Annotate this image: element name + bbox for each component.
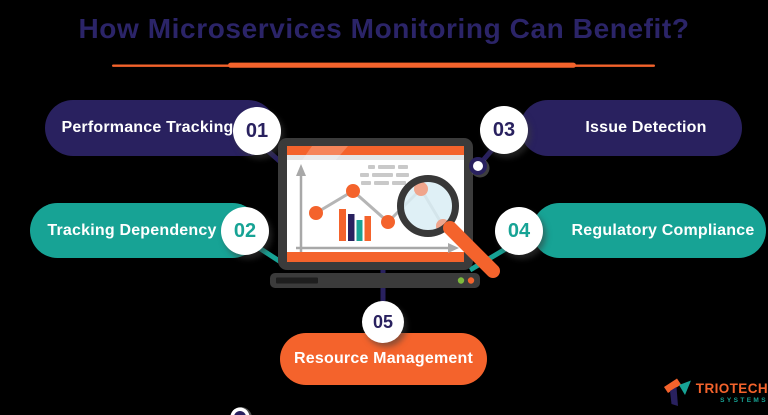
logo-subtitle-text: SYSTEMS — [720, 397, 768, 404]
triotech-logo-icon — [664, 378, 691, 406]
dashboard-chart — [296, 164, 459, 253]
benefit-number-02: 02 — [221, 207, 269, 255]
title-underline — [112, 62, 655, 68]
magnifier-icon — [397, 175, 500, 278]
benefit-label: Tracking Dependency — [47, 221, 217, 239]
magnifier-handle — [443, 221, 500, 278]
benefit-number-04: 04 — [495, 207, 543, 255]
benefit-label: Resource Management — [294, 350, 473, 367]
benefit-number-03: 03 — [480, 106, 528, 154]
benefit-number-05: 05 — [362, 301, 404, 343]
benefit-pill-regulatory-compliance: Regulatory Compliance — [532, 203, 766, 258]
benefit-number-01: 01 — [233, 107, 281, 155]
benefit-label: Performance Tracking — [61, 119, 234, 136]
benefit-pill-issue-detection: Issue Detection — [520, 100, 742, 156]
status-dot-green — [457, 277, 465, 284]
status-dot-orange — [467, 277, 475, 284]
text-lines — [360, 165, 409, 185]
decorative-node — [230, 407, 252, 415]
connector-node-03 — [469, 141, 500, 178]
page-title: How Microservices Monitoring Can Benefit… — [78, 13, 690, 44]
benefit-label: Issue Detection — [585, 119, 707, 136]
right-arrow-axis-icon — [296, 243, 459, 253]
laptop-base — [270, 273, 480, 288]
benefit-label: Regulatory Compliance — [571, 221, 755, 239]
laptop-icon — [270, 138, 480, 288]
up-arrow-axis-icon — [296, 164, 306, 252]
bar-chart-icon — [339, 209, 371, 241]
logo-brand-text: TRIOTECH — [695, 381, 768, 396]
